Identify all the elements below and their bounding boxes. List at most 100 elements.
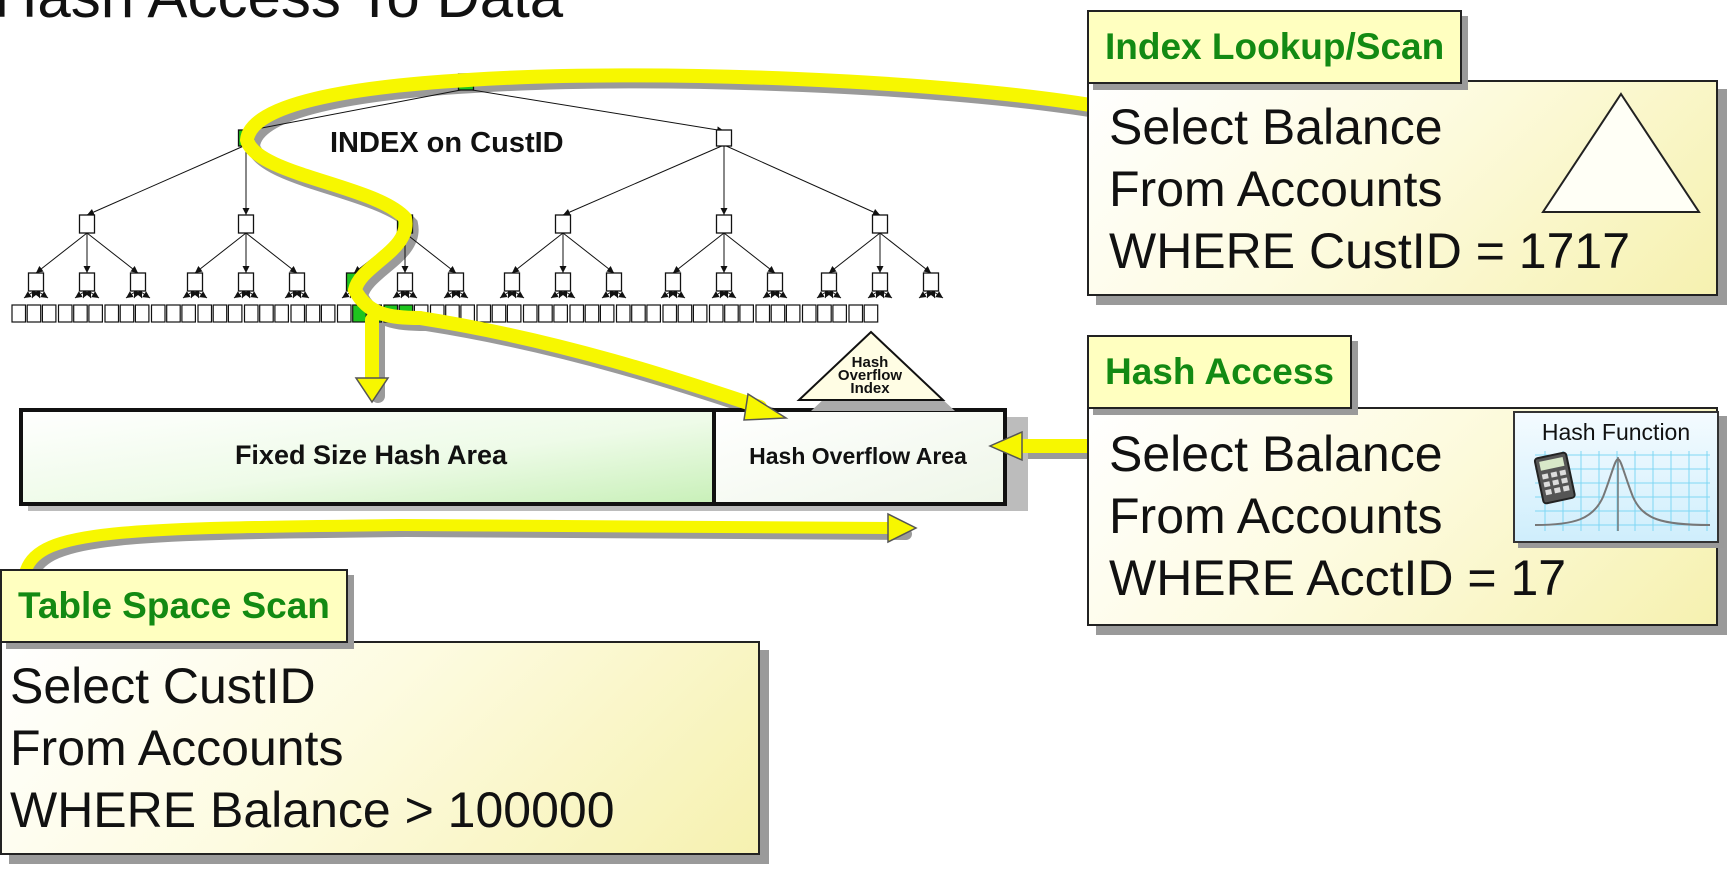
- overflow-index-triangle: [796, 330, 946, 401]
- calculator-icon: [1533, 451, 1576, 505]
- slide-title: Hash Access To Data: [0, 0, 563, 31]
- leaf-page: [150, 304, 166, 323]
- leaf-page: [569, 304, 585, 323]
- tree-edge: [465, 88, 725, 134]
- leaf-page: [662, 304, 678, 323]
- leaf-page: [553, 304, 569, 323]
- branch-node: [186, 272, 204, 292]
- branch-node: [503, 272, 521, 292]
- leaf-page: [73, 304, 88, 323]
- leaf-page: [506, 304, 522, 323]
- leaf-page: [755, 304, 771, 323]
- branch-node: [664, 272, 682, 292]
- leaf-page: [181, 304, 196, 323]
- branch-node: [447, 272, 465, 292]
- leaf-page: [708, 304, 724, 323]
- tree-edge: [828, 232, 881, 274]
- leaf-page: [41, 304, 57, 323]
- leaf-to-overflow-path: [413, 311, 767, 414]
- branch-node: [766, 272, 784, 292]
- branch-node: [922, 272, 940, 292]
- leaf-page: [677, 304, 693, 323]
- overflow-area-label: Hash Overflow Area: [749, 443, 967, 469]
- leaf-page: [848, 304, 864, 323]
- branch-node: [288, 272, 306, 292]
- leaf-page: [88, 304, 104, 323]
- leaf-page: [817, 304, 832, 323]
- leaf-page: [197, 304, 213, 323]
- branch-node: [605, 272, 623, 292]
- leaf-page: [646, 304, 662, 323]
- leaf-page: [770, 304, 786, 323]
- index-lookup-path: [239, 68, 1115, 325]
- branch-node: [715, 272, 733, 292]
- hash-function-box: Hash Function: [1513, 411, 1719, 543]
- branch-node: [871, 272, 889, 292]
- leaf-page: [259, 304, 274, 323]
- tree-edge: [404, 232, 457, 274]
- leaf-page: [26, 304, 42, 323]
- leaf-page: [336, 304, 352, 323]
- query-line-1: Select CustID: [10, 658, 316, 714]
- tree-edge: [86, 232, 139, 274]
- query-line-3: WHERE AcctID = 17: [1109, 550, 1567, 606]
- leaf-page: [863, 304, 879, 323]
- leaf-page: [57, 304, 73, 323]
- leaf-page: [227, 304, 243, 323]
- leaf-page: [615, 304, 631, 323]
- leaf-page: [538, 304, 553, 323]
- tree-edge: [245, 232, 298, 274]
- highlight-arrowheads: [354, 377, 1023, 544]
- leaf-page: [832, 304, 848, 323]
- branch-node: [129, 272, 147, 292]
- leaf-page: [599, 304, 615, 323]
- index-lookup-heading: Index Lookup/Scan: [1087, 10, 1463, 84]
- branch-node: [871, 214, 889, 234]
- leaf-page: [11, 304, 27, 323]
- branch-node: [78, 272, 96, 292]
- leaf-page: [104, 304, 120, 323]
- table-space-scan-heading: Table Space Scan: [0, 569, 348, 643]
- fixed-size-hash-area: [19, 408, 716, 506]
- table-scan-path: [20, 518, 896, 576]
- tree-edge: [879, 232, 932, 274]
- branch-node: [554, 272, 572, 292]
- leaf-page: [739, 304, 755, 323]
- table-space-scan-panel: Select CustID From Accounts WHERE Balanc…: [0, 641, 760, 855]
- query-line-2: From Accounts: [1109, 161, 1443, 217]
- leaf-page: [119, 304, 135, 323]
- tree-edge: [723, 232, 776, 274]
- branch-node: [715, 214, 733, 234]
- leaf-page: [243, 304, 259, 323]
- tree-edge: [672, 232, 725, 274]
- branch-node: [820, 272, 838, 292]
- leaf-page: [305, 304, 321, 323]
- leaf-page: [584, 304, 600, 323]
- leaf-page: [290, 304, 306, 323]
- leaf-page: [166, 304, 181, 323]
- index-lookup-panel: Select Balance From Accounts WHERE CustI…: [1087, 80, 1718, 296]
- highlight-paths: [20, 68, 1115, 576]
- tree-edge: [194, 232, 247, 274]
- hash-function-label: Hash Function: [1541, 419, 1691, 445]
- query-line-3: WHERE Balance > 100000: [10, 782, 615, 838]
- leaf-page: [212, 304, 228, 323]
- query-line-2: From Accounts: [1109, 488, 1443, 544]
- leaf-page: [274, 304, 289, 323]
- hash-overflow-area: [712, 408, 1007, 506]
- tree-edge: [511, 232, 564, 274]
- leaf-page: [724, 304, 739, 323]
- fixed-area-label: Fixed Size Hash Area: [234, 440, 508, 470]
- query-line-2: From Accounts: [10, 720, 344, 776]
- branch-node: [27, 272, 45, 292]
- tree-edge: [245, 88, 467, 134]
- leaf-page: [134, 304, 150, 323]
- tree-edge: [86, 144, 247, 216]
- leaf-page: [476, 304, 492, 323]
- leaf-page: [522, 304, 538, 323]
- hash-access-heading: Hash Access: [1087, 335, 1352, 409]
- leaf-page: [785, 304, 801, 323]
- tree-nodes: [27, 73, 940, 292]
- branch-node: [237, 214, 255, 234]
- tree-edge: [562, 144, 725, 216]
